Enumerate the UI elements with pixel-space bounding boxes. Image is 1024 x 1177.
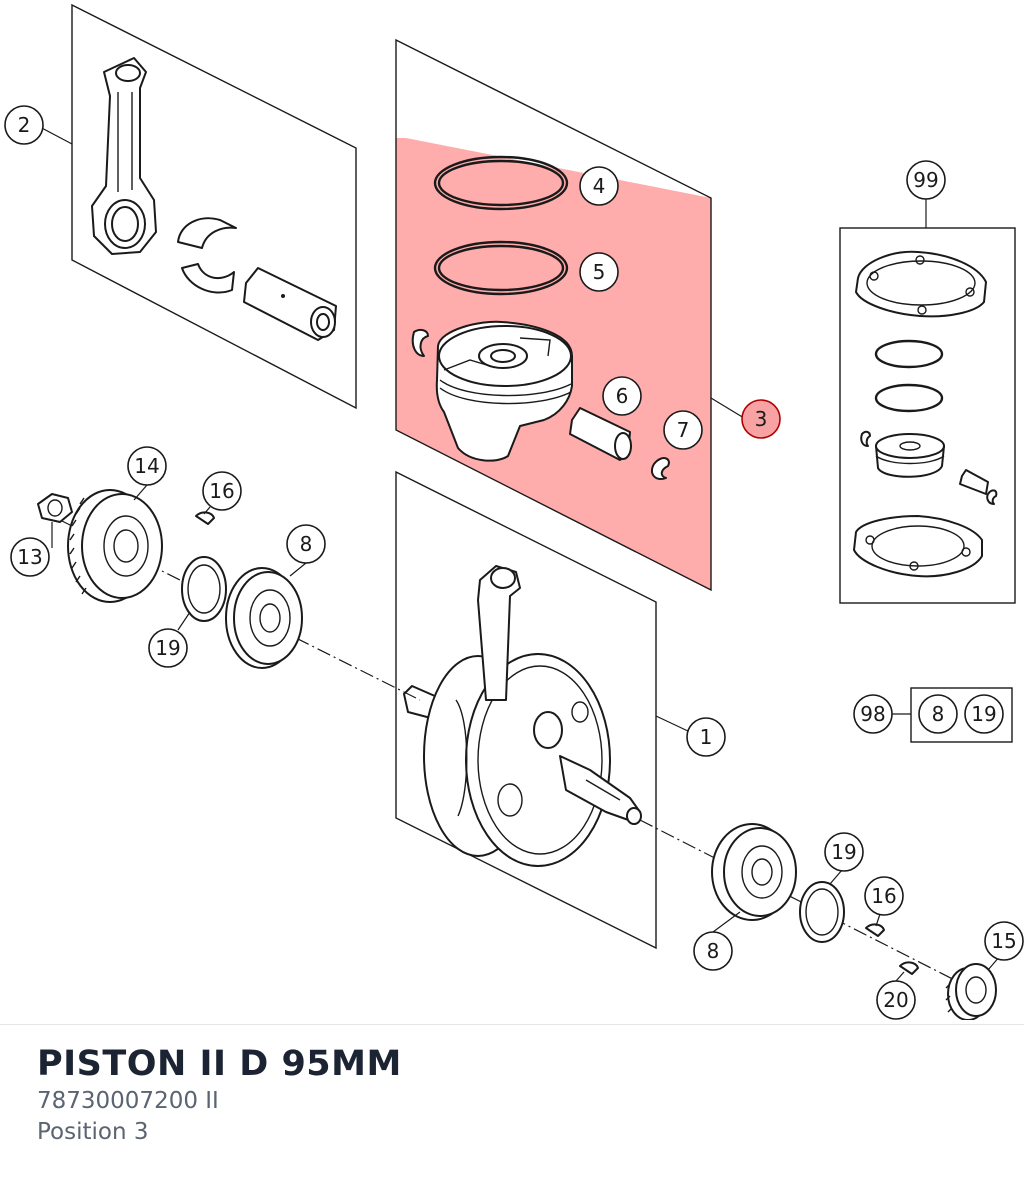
bearing-kit-group bbox=[892, 687, 1013, 743]
set-ring-1-drawing bbox=[874, 339, 944, 369]
piston-rings-drawing bbox=[433, 155, 569, 296]
svg-text:14: 14 bbox=[134, 454, 159, 478]
set-ring-2-drawing bbox=[874, 383, 944, 413]
svg-text:3: 3 bbox=[755, 407, 768, 431]
svg-text:6: 6 bbox=[616, 384, 629, 408]
svg-text:98: 98 bbox=[860, 702, 885, 726]
svg-text:20: 20 bbox=[883, 988, 908, 1012]
section-divider bbox=[0, 1024, 1024, 1025]
callout-16-left[interactable]: 16 bbox=[202, 471, 242, 511]
bearing-shells-drawing bbox=[177, 217, 237, 294]
svg-text:7: 7 bbox=[677, 418, 690, 442]
callout-99[interactable]: 99 bbox=[906, 160, 946, 200]
callout-98-19[interactable]: 19 bbox=[964, 694, 1004, 734]
drive-gear-drawing bbox=[945, 963, 997, 1020]
callout-8-left[interactable]: 8 bbox=[286, 524, 326, 564]
callout-15[interactable]: 15 bbox=[984, 921, 1024, 961]
shaft-seal-drawing bbox=[181, 556, 227, 622]
svg-text:8: 8 bbox=[707, 939, 720, 963]
callout-14[interactable]: 14 bbox=[127, 446, 167, 486]
part-title: PISTON II D 95MM bbox=[37, 1044, 402, 1084]
svg-text:5: 5 bbox=[593, 260, 606, 284]
woodruff-key-right-drawing bbox=[865, 923, 885, 937]
svg-text:2: 2 bbox=[18, 113, 31, 137]
svg-text:8: 8 bbox=[932, 702, 945, 726]
callout-6[interactable]: 6 bbox=[602, 376, 642, 416]
connecting-rod-drawing bbox=[91, 57, 157, 255]
woodruff-key-drawing bbox=[195, 511, 215, 525]
callout-8-right[interactable]: 8 bbox=[693, 931, 733, 971]
svg-text:19: 19 bbox=[155, 636, 180, 660]
circlip-drawing bbox=[650, 457, 670, 480]
callout-98-8[interactable]: 8 bbox=[918, 694, 958, 734]
piston-kit-group bbox=[395, 38, 745, 592]
part-info-panel: PISTON II D 95MM 78730007200 II Position… bbox=[37, 1042, 402, 1148]
nut-drawing bbox=[37, 493, 73, 523]
conrod-kit-group bbox=[37, 3, 357, 410]
svg-text:1: 1 bbox=[700, 725, 713, 749]
svg-text:16: 16 bbox=[871, 884, 896, 908]
piston-pin-drawing bbox=[243, 267, 337, 341]
key-20-drawing bbox=[899, 961, 919, 975]
wrist-pin-drawing bbox=[569, 407, 632, 461]
svg-text:19: 19 bbox=[971, 702, 996, 726]
callout-1[interactable]: 1 bbox=[686, 717, 726, 757]
callout-4[interactable]: 4 bbox=[579, 166, 619, 206]
callout-19-left[interactable]: 19 bbox=[148, 628, 188, 668]
callout-13[interactable]: 13 bbox=[10, 537, 50, 577]
callout-19-right[interactable]: 19 bbox=[824, 832, 864, 872]
main-bearing-right-drawing bbox=[711, 823, 797, 921]
part-number: 78730007200 II bbox=[37, 1088, 219, 1114]
callout-5[interactable]: 5 bbox=[579, 252, 619, 292]
svg-text:8: 8 bbox=[300, 532, 313, 556]
svg-text:99: 99 bbox=[913, 168, 938, 192]
part-position: Position 3 bbox=[37, 1119, 149, 1145]
exploded-parts-diagram: 2 4 5 6 7 3 99 14 16 8 13 19 98 8 19 1 1… bbox=[4, 3, 1024, 1020]
svg-text:13: 13 bbox=[17, 545, 42, 569]
head-gasket-drawing bbox=[855, 250, 987, 318]
balancer-gear-drawing bbox=[67, 489, 163, 603]
set-piston-drawing bbox=[860, 430, 998, 505]
svg-text:16: 16 bbox=[209, 479, 234, 503]
callout-2[interactable]: 2 bbox=[4, 105, 44, 145]
piston-drawing bbox=[411, 320, 573, 462]
callout-16-right[interactable]: 16 bbox=[864, 876, 904, 916]
svg-text:4: 4 bbox=[593, 174, 606, 198]
crankshaft-group bbox=[395, 470, 691, 950]
gasket-set-group bbox=[839, 199, 1016, 604]
crankshaft-drawing bbox=[403, 565, 642, 867]
callout-3-selected[interactable]: 3 bbox=[741, 399, 781, 439]
shaft-seal-right-drawing bbox=[799, 881, 845, 943]
callout-7[interactable]: 7 bbox=[663, 410, 703, 450]
main-bearing-drawing bbox=[225, 567, 303, 669]
svg-text:19: 19 bbox=[831, 840, 856, 864]
svg-text:15: 15 bbox=[991, 929, 1016, 953]
callout-20[interactable]: 20 bbox=[876, 980, 916, 1020]
base-gasket-drawing bbox=[853, 515, 983, 578]
callout-98[interactable]: 98 bbox=[853, 694, 893, 734]
